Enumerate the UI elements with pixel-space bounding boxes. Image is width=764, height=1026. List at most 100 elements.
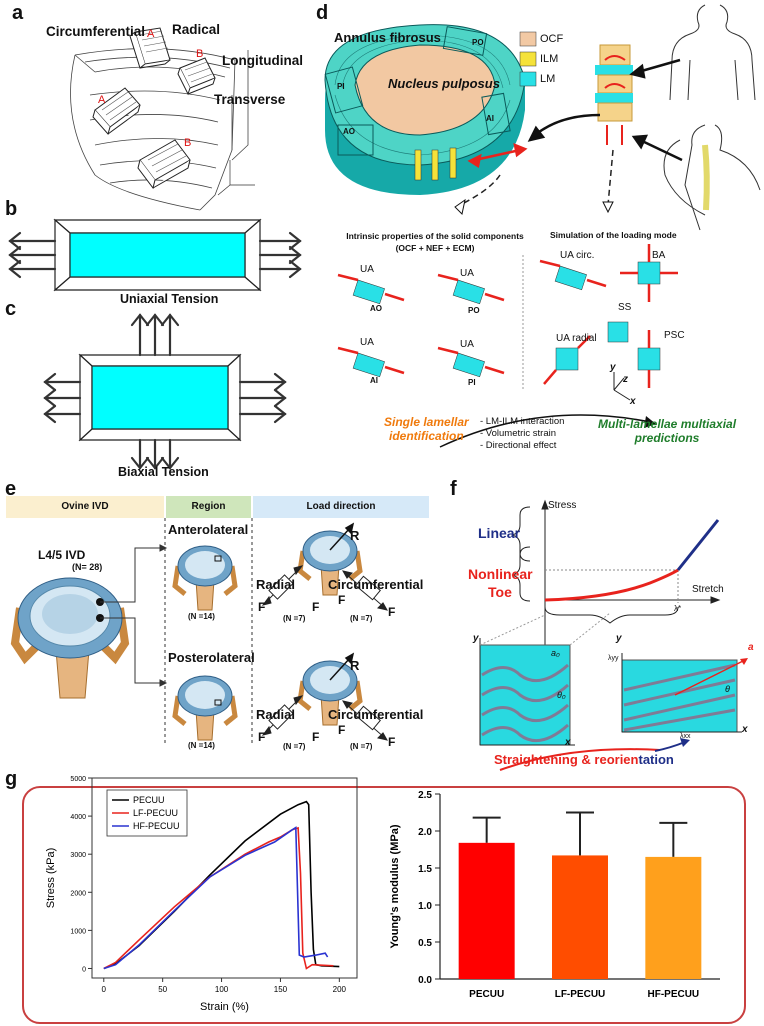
interaction-notes: - LM-ILM interaction - Volumetric strain… <box>480 416 564 452</box>
y-tick-label: 1.0 <box>418 901 432 912</box>
label-stretch: Stretch <box>692 584 724 595</box>
y-tick-label: 3000 <box>70 852 86 859</box>
panel-a-diagram <box>70 27 255 211</box>
label-ao: AO <box>343 127 355 136</box>
note-directional: - Directional effect <box>480 440 557 451</box>
label-anterolateral: Anterolateral <box>168 522 249 537</box>
label-circumferential: Circumferential <box>46 24 146 39</box>
panel-g-frame <box>22 786 746 1024</box>
psc-label: PSC <box>664 330 685 341</box>
f-lambda-yy: λyy <box>608 655 619 662</box>
note-interaction: - LM-ILM interaction <box>480 416 565 427</box>
legend-label-lf-pecuu: LF-PECUU <box>133 808 178 818</box>
label-radical: Radical <box>172 22 221 37</box>
ua-radial-label: UA radial <box>556 333 597 344</box>
header-region: Region <box>166 496 251 518</box>
y-axis-title: Young's modulus (MPa) <box>389 824 401 948</box>
f-x-right: x <box>742 724 748 735</box>
label-po: PO <box>472 38 484 47</box>
category-label-lf-pecuu: LF-PECUU <box>555 989 606 1000</box>
panel-label-e: e <box>5 478 17 500</box>
multi-lamellae-line1: Multi-lamellae multiaxial <box>598 417 737 431</box>
label-ai: AI <box>486 114 494 123</box>
y-tick-label: 0.0 <box>418 975 432 986</box>
intrinsic-title-line2: (OCF + NEF + ECM) <box>395 243 475 253</box>
plot-frame <box>91 777 358 979</box>
ss-label: SS <box>618 302 632 313</box>
y-tick-label: 4000 <box>70 814 86 821</box>
panel-label-a: a <box>12 2 24 24</box>
label-nucleus: Nucleus pulposus <box>388 76 500 91</box>
label-n7-4: (N =7) <box>350 742 373 751</box>
axis-z-label: z <box>623 374 628 385</box>
label-transverse: Transverse <box>214 92 286 107</box>
label-n7-2: (N =7) <box>350 614 373 623</box>
x-tick-label: 100 <box>215 985 229 994</box>
ua-pi-sub: PI <box>468 378 476 387</box>
force-f-2: F <box>312 600 320 614</box>
straightening-part2: ing & reorien <box>558 752 639 767</box>
panel-e-diagram <box>10 518 388 746</box>
uniaxial-diagram <box>8 218 302 292</box>
legend-ilm: ILM <box>540 53 559 65</box>
ua-pi-title: UA <box>460 339 474 350</box>
bar-lf-pecuu <box>552 855 608 979</box>
header-ovine-ivd: Ovine IVD <box>6 496 164 518</box>
x-tick-label: 150 <box>274 985 288 994</box>
bar-hf-pecuu <box>645 856 702 979</box>
straightening-part1: Straighten <box>494 752 559 767</box>
force-f-7: F <box>338 723 346 737</box>
straightening-label: Straightening & reorientation <box>494 752 674 767</box>
label-stress: Stress <box>548 500 577 511</box>
label-annulus: Annulus fibrosus <box>334 30 441 45</box>
label-n7-1: (N =7) <box>283 614 306 623</box>
label-circ-bottom: Circumferential <box>328 707 424 722</box>
y-tick-label: 2000 <box>70 890 86 897</box>
ua-ai-sub: AI <box>370 376 378 385</box>
single-lamellar-line2: identification <box>389 429 464 443</box>
force-f-5: F <box>258 730 266 744</box>
label-pi: PI <box>337 82 345 91</box>
f-lambda-xx: λxx <box>680 733 691 740</box>
series-line-hf-pecuu <box>103 826 329 970</box>
panel-label-c: c <box>5 298 17 320</box>
straightening-part3: tation <box>638 752 674 767</box>
force-f-1: F <box>258 600 266 614</box>
x-tick-label: 0 <box>102 985 107 994</box>
force-f-8: F <box>388 735 396 749</box>
force-f-4: F <box>388 605 396 619</box>
biaxial-diagram <box>43 313 287 470</box>
multi-lamellae-label: Multi-lamellae multiaxial predictions <box>598 417 736 445</box>
ba-label: BA <box>652 250 666 261</box>
panel-label-d: d <box>316 2 329 24</box>
y-tick-label: 0.5 <box>418 938 432 949</box>
series-line-lf-pecuu <box>103 826 334 970</box>
label-r-bottom: R <box>350 658 360 673</box>
y-tick-label: 0 <box>82 966 86 973</box>
panel-label-g: g <box>5 768 18 790</box>
y-tick-label: 5000 <box>70 776 86 783</box>
f-x-left: x <box>565 737 571 748</box>
single-lamellar-label: Single lamellar identification <box>384 415 469 443</box>
label-circ-top: Circumferential <box>328 577 424 592</box>
label-radial-bottom: Radial <box>256 707 296 722</box>
mark-b-top: B <box>196 48 204 60</box>
uniaxial-caption: Uniaxial Tension <box>120 292 219 306</box>
label-n14-anterior: (N =14) <box>188 612 215 621</box>
simulation-title: Simulation of the loading mode <box>550 230 677 240</box>
label-lambda-star: λ* <box>674 604 682 613</box>
ua-po-title: UA <box>460 268 474 279</box>
y-tick-label: 2.0 <box>418 827 432 838</box>
panel-f-diagram <box>479 499 748 771</box>
single-lamellar-line1: Single lamellar <box>384 415 469 429</box>
force-f-3: F <box>338 593 346 607</box>
note-volumetric: - Volumetric strain <box>480 428 557 439</box>
label-r-top: R <box>350 528 360 543</box>
y-tick-label: 1.5 <box>418 864 432 875</box>
label-n14-posterior: (N =14) <box>188 741 215 750</box>
y-axis-title: Stress (kPa) <box>45 848 57 909</box>
y-tick-label: 1000 <box>70 928 86 935</box>
label-posterolateral: Posterolateral <box>168 650 255 665</box>
force-f-6: F <box>312 730 320 744</box>
